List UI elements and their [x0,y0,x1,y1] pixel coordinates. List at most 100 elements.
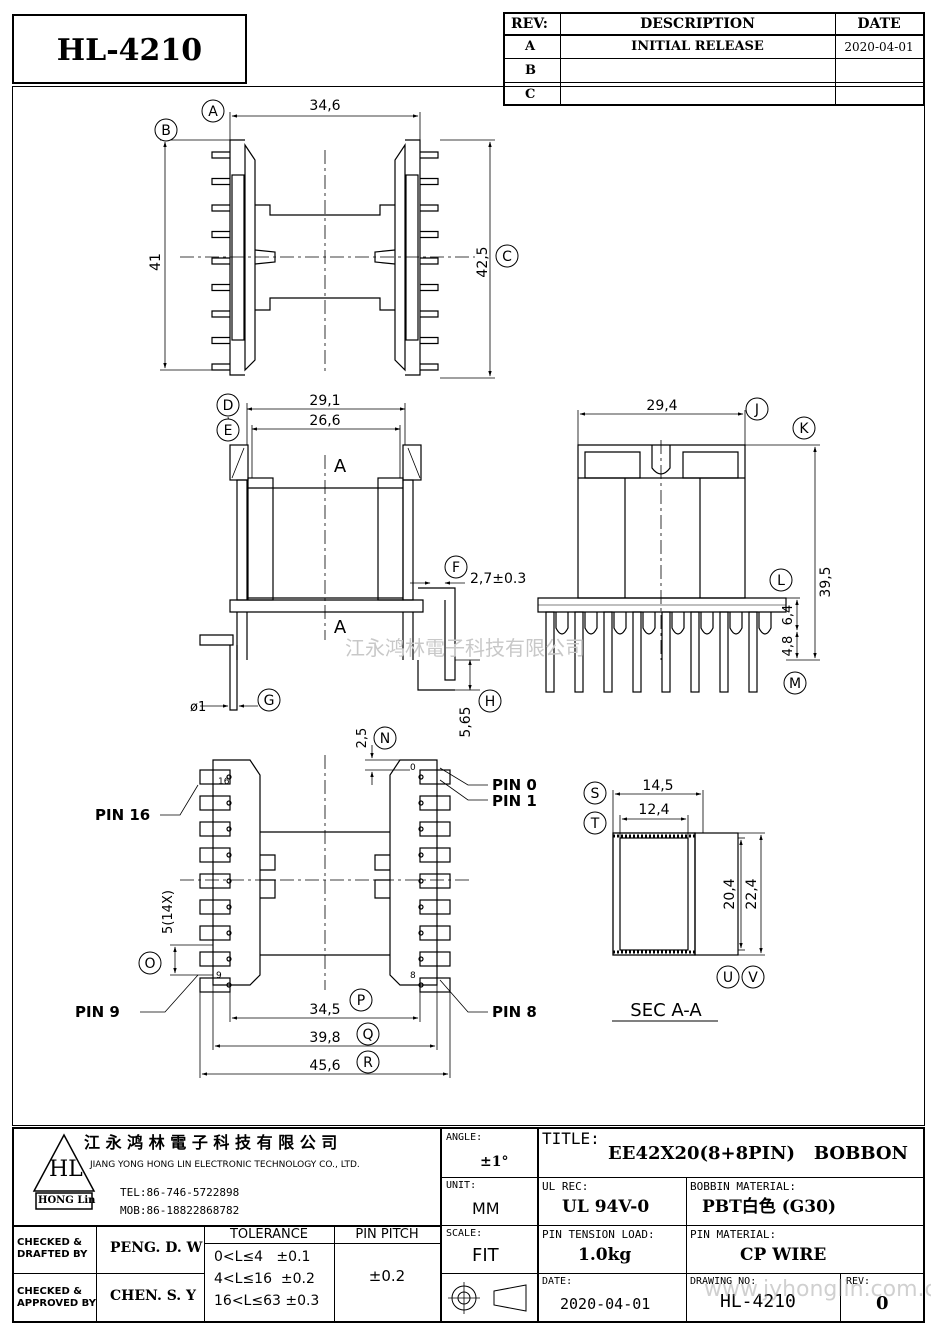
company-name-en: JIANG YONG HONG LIN ELECTRONIC TECHNOLOG… [90,1160,360,1170]
dim-pin-length: 5,65 [458,706,474,737]
pin-number-16: 16 [218,777,230,787]
callout-circle [745,397,769,421]
callout-letter: D [223,398,234,414]
dim-pin-gap: 2,5 [355,728,370,749]
callout-letter: T [590,816,600,832]
pin-material-label: PIN MATERIAL: [690,1228,777,1241]
unit-value: MM [472,1199,500,1218]
bobbin-material-label: BOBBIN MATERIAL: [690,1180,796,1193]
callout-letter: P [357,993,365,1009]
callout-circle [216,393,240,417]
top-pin-left [211,257,230,265]
rev-header: REV: [511,16,548,32]
pin-hole [418,930,424,936]
top-pin-right [420,363,439,371]
pin-number-9: 9 [216,971,222,981]
bottom-view [140,745,488,1078]
pin-8-label: PIN 8 [492,1003,537,1021]
section-label: SEC A-A [630,1000,702,1021]
side-pin-hook [671,612,685,635]
dim-bottom-r: 45,6 [309,1058,340,1074]
pin-hole [418,800,424,806]
title-label: TITLE: [542,1129,600,1148]
callout-letter: Q [362,1027,373,1043]
dim-section-inner-width: 12,4 [638,802,669,818]
front-view [199,403,480,711]
side-pin-hook [613,612,627,635]
angle-label: ANGLE: [446,1132,483,1143]
ul-rec-label: UL REC: [542,1180,589,1193]
pin-tension-value: 1.0kg [578,1245,632,1265]
part-number-box: HL-4210 [12,14,247,84]
side-pin-hook [729,612,743,635]
dim-top-height-right: 42,5 [475,246,491,277]
side-pin [545,611,555,693]
company-mob: MOB:86-18822868782 [120,1204,240,1217]
callout-circle [138,951,162,975]
callout-circle [769,568,793,592]
pin-hole [226,852,232,858]
side-pin-hook [555,612,569,635]
callout-letter: S [591,786,600,802]
callout-circle [792,416,816,440]
date-label: DATE: [542,1276,573,1287]
scale-value: FIT [472,1245,499,1266]
revision-table: REV: DESCRIPTION DATE A INITIAL RELEASE … [503,12,925,106]
pin-number-0: 0 [410,763,416,773]
pin-hole [226,956,232,962]
bottom-pin-right [419,873,451,889]
callout-letter: E [224,423,233,439]
pin-0-label: PIN 0 [492,776,537,794]
rev-row-c: C [525,87,536,102]
title-block: HL HONG Lin 江 永 鸿 林 電 子 科 技 有 限 公 司 JIAN… [12,1127,931,1323]
checked-approved-label: CHECKED & APPROVED BY [17,1286,96,1309]
side-pin [574,611,584,693]
drawing-frame [12,86,925,1126]
callout-letter: V [748,970,758,986]
top-pin-right [420,283,439,292]
callout-letter: H [485,694,496,710]
callout-letter: B [161,123,171,139]
pin-1-label: PIN 1 [492,792,537,810]
bobbin-material-value: PBT白色 (G30) [702,1197,836,1217]
dim-section-inner-height: 20,4 [722,878,738,909]
callout-circle [154,118,178,142]
dim-top-height-left: 41 [148,253,164,271]
side-pin-hook [642,612,656,635]
bottom-pin-right [419,925,451,941]
bottom-pin-left [199,821,231,837]
callout-circle [783,671,807,695]
tolerance-row-3: 16<L≤63 ±0.3 [214,1293,320,1309]
side-view [537,410,820,693]
rev-row-a-date: 2020-04-01 [844,40,914,54]
dim-bottom-q: 39,8 [309,1030,340,1046]
pin-hole [226,930,232,936]
projection-symbol-icon [448,1282,527,1314]
top-pin-right [420,177,439,186]
callout-circle [257,688,281,712]
side-pin-hook [584,612,598,635]
pin-hole [418,774,424,780]
dim-pin-pitch: 5(14X) [161,890,176,934]
pin-hole [418,904,424,910]
pin-pitch-value: ±0.2 [368,1267,406,1285]
pin-hole [226,800,232,806]
bottom-pin-left [199,769,231,785]
dim-pin-offset: 2,7±0.3 [470,571,526,587]
bottom-pin-right [419,899,451,915]
dim-section-outer-width: 14,5 [642,778,673,794]
logo-text: HL [49,1157,83,1182]
tolerance-label: TOLERANCE [229,1227,309,1242]
watermark: 江永鸿林電子科技有限公司 [345,636,585,660]
pin-hole [418,878,424,884]
bottom-pin-left [199,795,231,811]
callout-circle [741,965,765,989]
dim-side-height: 39,5 [818,566,834,597]
drafted-by: PENG. D. W [110,1240,203,1256]
callout-circle [216,418,240,442]
website-watermark: www.jyhonglin.com.cn [704,1277,931,1302]
side-pin [661,611,671,693]
callout-letter: M [789,676,801,692]
